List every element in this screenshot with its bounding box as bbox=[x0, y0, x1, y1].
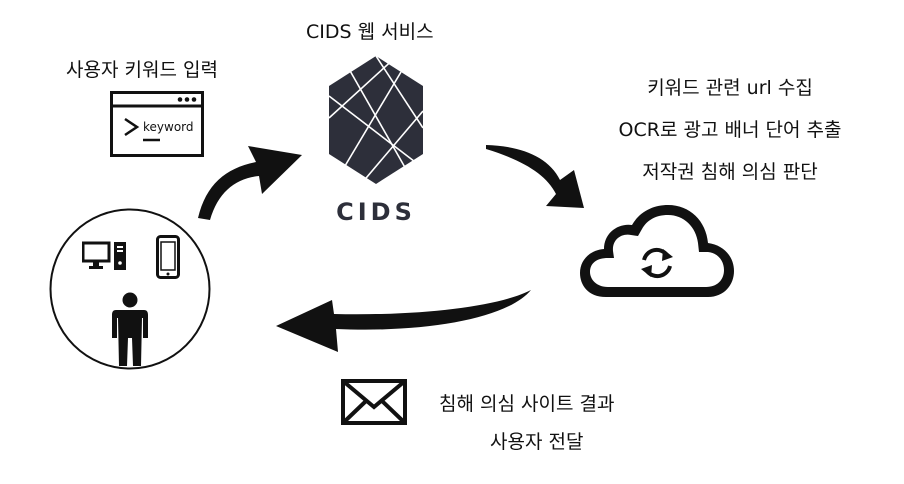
terminal-icon: keyword bbox=[110, 91, 204, 157]
result-line-2: 사용자 전달 bbox=[490, 431, 584, 453]
service-title: CIDS 웹 서비스 bbox=[306, 21, 434, 43]
desktop-computer-icon bbox=[82, 241, 128, 271]
person-icon bbox=[110, 292, 150, 368]
result-line-1: 침해 의심 사이트 결과 bbox=[439, 393, 615, 415]
keyword-input-label: 사용자 키워드 입력 bbox=[66, 59, 218, 81]
logo-wordmark: CIDS bbox=[336, 198, 416, 226]
terminal-keyword-text: keyword bbox=[143, 120, 194, 134]
mail-icon bbox=[341, 379, 407, 425]
hexagon-logo-icon bbox=[329, 56, 423, 184]
cloud-sync-icon bbox=[578, 205, 736, 305]
process-line-3: 저작권 침해 의심 판단 bbox=[642, 161, 818, 183]
process-line-1: 키워드 관련 url 수집 bbox=[647, 77, 813, 99]
process-line-2: OCR로 광고 배너 단어 추출 bbox=[618, 119, 842, 141]
smartphone-icon bbox=[156, 235, 180, 279]
